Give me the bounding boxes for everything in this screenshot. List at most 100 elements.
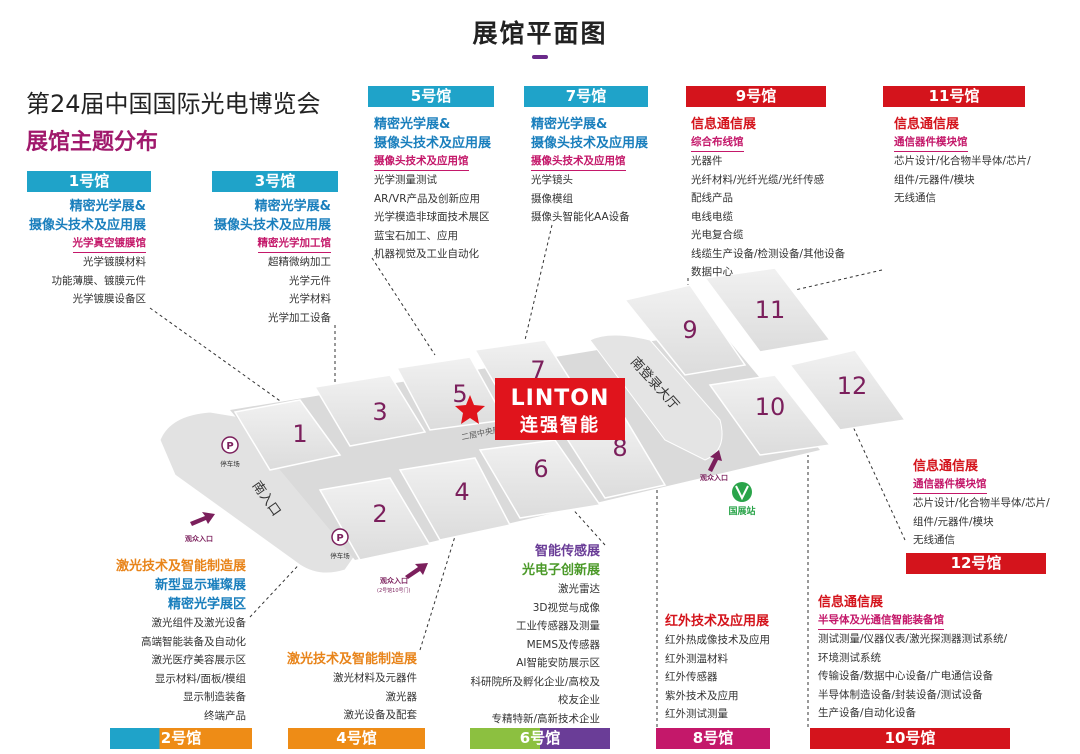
hall-1-item: 功能薄膜、镀膜元件: [51, 274, 147, 287]
svg-text:国展站: 国展站: [728, 505, 755, 517]
hall-9-block: [623, 284, 747, 376]
hall-1-headline: 摄像头技术及应用展: [28, 218, 146, 233]
hall-11-item: 组件/元器件/模块: [894, 173, 975, 186]
metro-icon: 国展站: [728, 482, 756, 517]
hall-10-sub: 半导体及光通信智能装备馆: [818, 612, 1058, 630]
hall-1-info: 精密光学展& 摄像头技术及应用展 光学真空镀膜馆 光学镀膜材料 功能薄膜、镀膜元…: [10, 197, 146, 309]
hall-3-headline: 精密光学展&: [254, 199, 331, 214]
hall-number: 11: [755, 296, 786, 324]
hall-6-item: 科研院所及孵化企业/高校及: [470, 675, 600, 688]
hall-3-item: 超精微纳加工: [268, 256, 331, 268]
hall-6-item: 激光雷达: [558, 583, 600, 595]
hall-number: 2: [372, 500, 387, 528]
svg-text:观众入口: 观众入口: [380, 576, 408, 585]
hall-6-item: 3D视觉与成像: [532, 601, 600, 614]
hall-number: 7: [530, 356, 545, 384]
hall-6-item: 工业传感器及测量: [516, 620, 600, 632]
svg-text:(2号馆10号门): (2号馆10号门): [377, 587, 410, 594]
hall-6-tag: 6号馆: [470, 728, 610, 749]
hall-8-item: 紫外技术及应用: [665, 689, 739, 702]
hall-2-headline: 激光技术及智能制造展: [115, 559, 246, 574]
title-underline: [532, 55, 548, 59]
hall-9-sub: 综合布线馆: [691, 134, 866, 152]
hall-2-item: 激光医疗美容展示区: [151, 654, 247, 666]
hall-10-block: [708, 374, 832, 456]
hall-11-tag: 11号馆: [883, 86, 1025, 107]
hall-6-headline: 光电子创新展: [521, 563, 600, 578]
hall-number: 1: [292, 420, 307, 448]
hall-3-item: 光学材料: [289, 293, 331, 305]
hall-8-tag: 8号馆: [656, 728, 770, 749]
hall-6-info: 智能传感展 光电子创新展 激光雷达 3D视觉与成像 工业传感器及测量 MEMS及…: [440, 542, 600, 728]
hall-3-tag: 3号馆: [212, 171, 338, 192]
hall-6-headline: 智能传感展: [534, 544, 600, 559]
hall-6-item: MEMS及传感器: [526, 638, 600, 651]
hall-number: 5: [452, 380, 467, 408]
hall-8-item: 红外测试测量: [665, 708, 728, 720]
hall-9-item: 光器件: [691, 155, 723, 167]
expo-title: 第24届中国国际光电博览会: [26, 90, 321, 118]
hall-3-block: [313, 374, 427, 447]
hall-3-item: 光学加工设备: [268, 311, 331, 324]
hall-1-tag: 1号馆: [27, 171, 151, 192]
hall-1-block: [233, 399, 342, 471]
hall-2-item: 高端智能装备及自动化: [141, 635, 246, 648]
hall-12-block: [788, 349, 907, 431]
hall-4-item: 激光设备及配套: [343, 709, 418, 721]
hall-2-headline: 精密光学展区: [167, 597, 246, 612]
hall-6-item: 校友企业: [558, 694, 600, 706]
hall-number: 10: [755, 393, 786, 421]
hall-8-info: 红外技术及应用展 红外热成像技术及应用 红外测温材料 红外传感器 紫外技术及应用…: [665, 612, 805, 724]
hall-7-tag: 7号馆: [524, 86, 648, 107]
svg-text:LINTON: LINTON: [511, 386, 610, 411]
hall-12-headline: 信息通信展: [913, 459, 979, 474]
hall-8-item: 红外热成像技术及应用: [665, 634, 770, 646]
svg-text:P: P: [336, 533, 343, 544]
hall-11-block: [703, 267, 832, 353]
theme-title: 展馆主题分布: [26, 130, 159, 155]
hall-4-item: 激光材料及元器件: [333, 672, 417, 684]
hall-11-item: 芯片设计/化合物半导体/芯片/: [894, 155, 1031, 167]
visitor-entrance-arrow: 观众入口: [700, 450, 728, 482]
hall-12-sub: 通信器件模块馆: [913, 476, 1073, 494]
hall-9-info: 信息通信展 综合布线馆 光器件 光纤材料/光纤光缆/光纤传感 配线产品 电线电缆…: [691, 115, 866, 282]
hall-3-item: 光学元件: [289, 274, 331, 287]
hall-8-item: 红外测温材料: [665, 652, 728, 665]
hall-10-item: 测试测量/仪器仪表/激光探测器测试系统/: [818, 633, 1008, 645]
hall-4-block: [398, 457, 512, 541]
page-title: 展馆平面图: [472, 19, 608, 48]
hall-10-item: 传输设备/数据中心设备/广电通信设备: [818, 670, 994, 682]
svg-text:观众入口: 观众入口: [185, 534, 213, 543]
hall-9-item: 线缆生产设备/检测设备/其他设备: [691, 247, 846, 260]
svg-text:停车场: 停车场: [330, 551, 350, 560]
hall-4-headline: 激光技术及智能制造展: [286, 652, 417, 667]
hall-2-info: 激光技术及智能制造展 新型显示璀璨展 精密光学展区 激光组件及激光设备 高端智能…: [60, 557, 246, 725]
hall-8-item: 红外传感器: [665, 671, 718, 683]
hall-3-sub: 精密光学加工馆: [195, 235, 331, 253]
hall-9-item: 电线电缆: [691, 210, 733, 223]
hall-1-item: 光学镀膜材料: [83, 256, 146, 268]
hall-10-headline: 信息通信展: [818, 595, 884, 610]
hall-5-item: AR/VR产品及创新应用: [374, 192, 480, 205]
hall-3-headline: 摄像头技术及应用展: [213, 218, 331, 233]
hall-8-headline: 红外技术及应用展: [665, 614, 770, 629]
parking-icon: P 停车场: [220, 436, 240, 468]
linton-logo: LINTON 连强智能: [495, 378, 625, 440]
hall-11-info: 信息通信展 通信器件模块馆 芯片设计/化合物半导体/芯片/ 组件/元器件/模块 …: [894, 115, 1064, 208]
hall-number: 6: [533, 455, 548, 483]
hall-4-item: 激光器: [385, 690, 418, 703]
hall-7-item: 摄像模组: [531, 192, 573, 205]
hall-7-headline: 精密光学展&: [531, 117, 608, 132]
booth-star-icon: [455, 395, 485, 424]
hall-2-item: 显示材料/面板/模组: [154, 672, 246, 685]
svg-text:观众入口: 观众入口: [700, 473, 728, 482]
hall-9-item: 光电复合缆: [691, 229, 744, 241]
hall-number: 8: [612, 434, 627, 462]
hall-10-item: 半导体制造设备/封装设备/测试设备: [818, 688, 983, 701]
hall-9-tag: 9号馆: [686, 86, 826, 107]
hall-5-headline: 摄像头技术及应用展: [374, 136, 492, 151]
hall-2-item: 激光组件及激光设备: [151, 617, 247, 629]
hall-12-tag: 12号馆: [906, 553, 1046, 574]
hall-2-headline: 新型显示璀璨展: [154, 578, 246, 593]
hall-number: 4: [454, 478, 469, 506]
